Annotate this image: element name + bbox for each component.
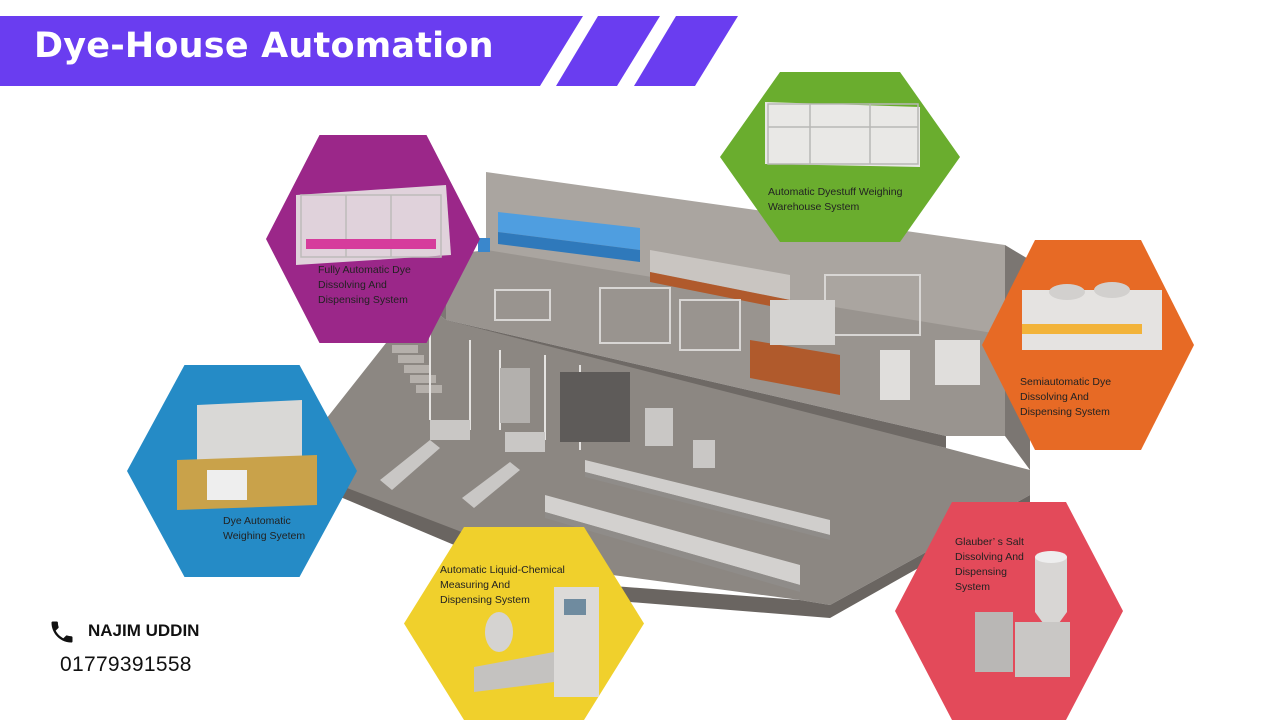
module-yellow-hexagon: Automatic Liquid-Chemical Measuring And … xyxy=(404,527,644,720)
trough-front xyxy=(545,495,800,592)
right-machines xyxy=(880,340,980,400)
module-label: Semiautomatic Dye Dissolving And Dispens… xyxy=(1020,376,1112,418)
machine-base xyxy=(650,272,790,310)
liquid-chemical-dispenser-image xyxy=(474,587,599,697)
phone-icon xyxy=(51,621,73,643)
page-title: Dye-House Automation xyxy=(34,26,494,66)
mixers xyxy=(380,408,715,508)
header-banner xyxy=(0,16,738,86)
upper-floor xyxy=(446,250,1005,436)
module-label: Fully Automatic Dye Dissolving And Dispe… xyxy=(318,264,411,306)
weighing-system-image xyxy=(177,400,317,510)
contact-name: NAJIM UDDIN xyxy=(88,621,200,640)
banner-stripe xyxy=(634,16,738,86)
blue-tank-array xyxy=(478,212,640,262)
module-label: Glauber’ s Salt Dissolving And Dispensin… xyxy=(955,536,1024,593)
machine-base xyxy=(750,340,840,395)
contact-phone-number: 01779391558 xyxy=(60,653,192,676)
banner-stripe xyxy=(556,16,660,86)
semiautomatic-dye-machine-image xyxy=(1022,282,1162,350)
module-label: Dye Automatic Weighing Syetem xyxy=(223,515,306,542)
machine xyxy=(770,300,835,345)
trough-rear xyxy=(585,460,830,540)
dye-dispensing-machine-image xyxy=(296,185,451,265)
dyestuff-warehouse-image xyxy=(765,102,920,167)
machine xyxy=(560,372,630,442)
machine xyxy=(500,368,530,423)
floor-edge xyxy=(300,452,1030,618)
banner-bar xyxy=(0,16,583,86)
module-label: Automatic Dyestuff Weighing Warehouse Sy… xyxy=(768,186,903,213)
glaubers-salt-dissolver-image xyxy=(975,551,1070,677)
machine xyxy=(650,250,790,300)
module-label: Automatic Liquid-Chemical Measuring And … xyxy=(440,564,565,606)
